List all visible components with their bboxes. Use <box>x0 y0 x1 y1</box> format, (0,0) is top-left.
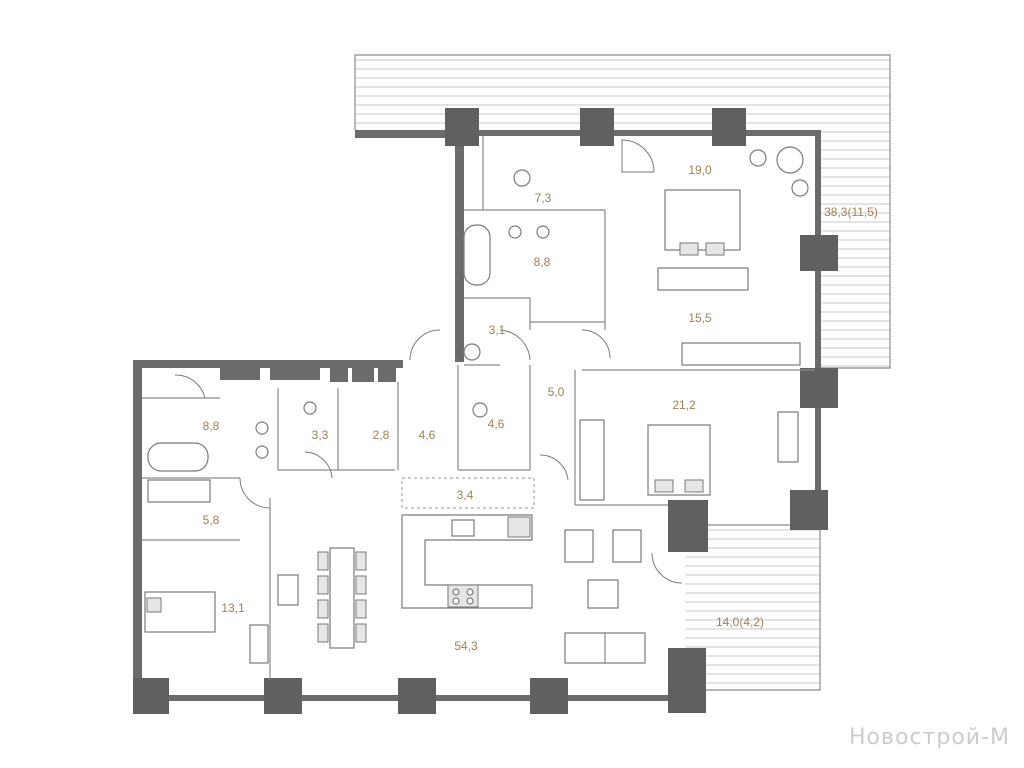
bed-left <box>144 591 216 633</box>
wardrobe-middle <box>681 342 801 366</box>
label-terrace-top: 38,3(11,5) <box>824 205 878 219</box>
toilet-mid <box>472 402 488 418</box>
kitchen <box>401 514 533 609</box>
dining-table <box>317 547 367 649</box>
outer-walls <box>133 108 838 714</box>
label-pantry: 3,4 <box>457 488 474 502</box>
bed-right <box>647 424 711 496</box>
toilet-left-2 <box>255 445 269 459</box>
label-bedroom-left: 13,1 <box>221 601 245 615</box>
terrace-bottom <box>685 524 821 691</box>
label-bedroom-right: 21,2 <box>672 398 696 412</box>
interior-walls <box>142 136 815 680</box>
label-wc-left: 3,3 <box>312 428 329 442</box>
doors <box>174 139 683 584</box>
label-bath-master: 8,8 <box>534 255 551 269</box>
armchair-1 <box>564 529 594 563</box>
label-bedroom-middle: 15,5 <box>688 311 712 325</box>
toilet-left <box>303 401 317 415</box>
label-living: 54,3 <box>454 639 478 653</box>
label-wc-top: 7,3 <box>535 191 552 205</box>
label-bedroom-master: 19,0 <box>688 163 712 177</box>
table-round <box>776 146 804 174</box>
watermark: Новострой-М <box>849 725 1010 750</box>
coffee-table <box>587 579 619 609</box>
label-wardrobe-left: 5,8 <box>203 513 220 527</box>
wardrobe-right <box>579 419 605 501</box>
terrace-top <box>354 54 891 369</box>
bed-master <box>657 189 749 291</box>
armchair-2 <box>612 529 642 563</box>
label-bath-left: 8,8 <box>203 419 220 433</box>
room-labels: 7,3 19,0 38,3(11,5) 8,8 15,5 3,1 5,0 21,… <box>203 163 878 653</box>
toilet-master <box>536 225 550 239</box>
pantry-outline <box>401 477 535 509</box>
bidet-master <box>508 225 522 239</box>
desk-right <box>777 411 799 463</box>
label-laundry: 3,1 <box>489 323 506 337</box>
label-closet-left: 2,8 <box>373 428 390 442</box>
bidet-left <box>255 421 269 435</box>
fireplace <box>277 574 299 606</box>
toilet-top <box>513 169 531 187</box>
desk-left <box>249 624 269 664</box>
label-terrace-bottom: 14,0(4,2) <box>716 615 764 629</box>
wardrobe-left <box>147 479 211 503</box>
chair-round-2 <box>791 179 809 197</box>
chair-round <box>749 149 767 167</box>
label-hall-mid: 5,0 <box>548 385 565 399</box>
label-corridor-left: 4,6 <box>419 428 436 442</box>
sofa <box>564 632 646 664</box>
bathtub-left <box>147 442 209 472</box>
bathtub-master <box>463 224 491 286</box>
label-wc-mid: 4,6 <box>488 417 505 431</box>
washer <box>463 343 481 361</box>
